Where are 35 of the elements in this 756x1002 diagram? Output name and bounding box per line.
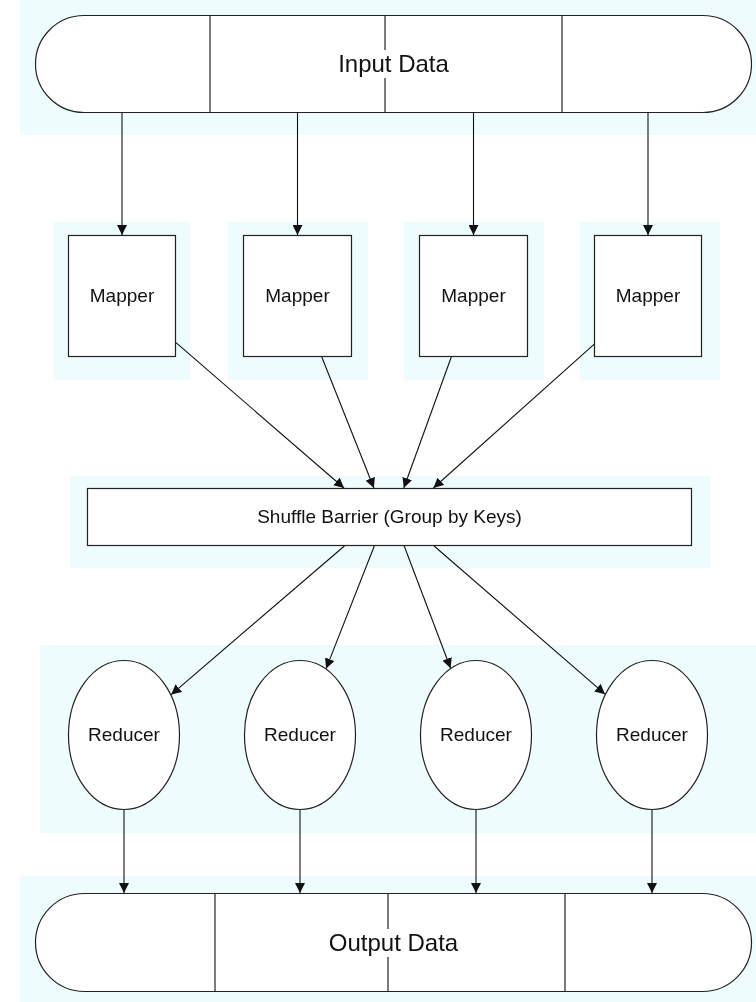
arrow [170,545,345,696]
arrow [403,545,452,669]
reducer-ellipse [244,660,356,810]
node-label: Mapper [440,285,507,307]
node-label: Mapper [88,285,156,307]
arrow [321,356,375,489]
arrow [433,545,606,695]
node-label: Shuffle Barrier (Group by Keys) [256,506,523,528]
reducer-ellipse [420,660,532,810]
arrow [647,809,657,894]
process-box [87,488,692,546]
process-box [243,235,352,357]
arrow [117,112,127,236]
arrow [402,356,452,489]
node-label: Reducer [615,724,689,746]
node-label: Reducer [87,724,161,746]
process-box [594,235,702,357]
arrow [119,809,129,894]
process-box [419,235,528,357]
arrow [175,342,345,489]
reducer-ellipse [596,660,708,810]
process-box [68,235,176,357]
node-label: Mapper [614,285,682,307]
reducer-ellipse [68,660,180,810]
node-label: Output Data [326,928,461,957]
arrow [643,112,653,236]
arrow [471,809,481,894]
node-label: Reducer [263,724,337,746]
arrow [325,545,375,670]
node-label: Mapper [264,285,331,307]
arrow [432,343,595,489]
arrow [295,809,305,894]
arrow [292,112,303,236]
node-label: Reducer [439,724,513,746]
arrow [468,112,479,236]
